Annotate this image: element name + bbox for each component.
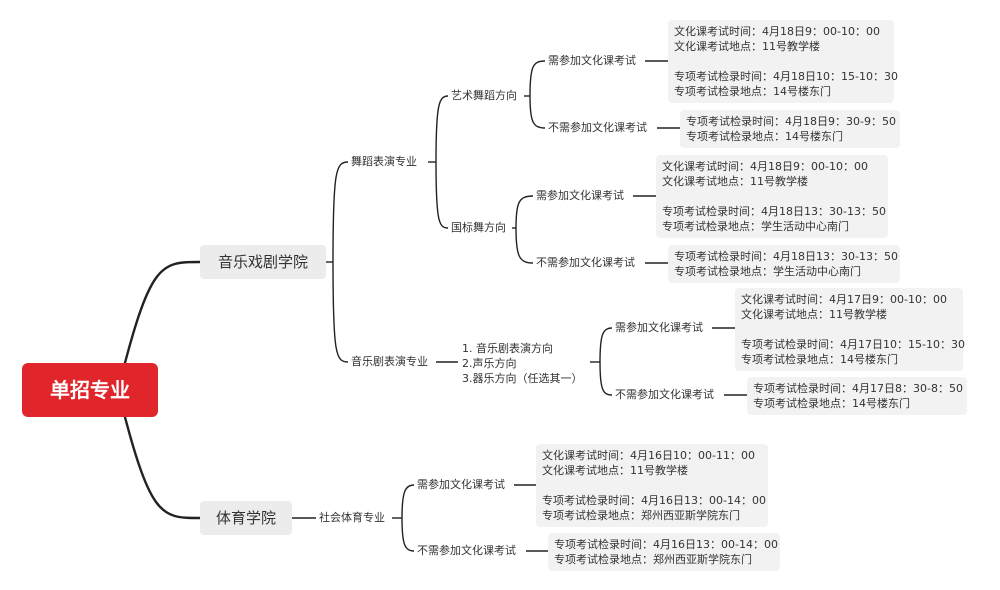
info-line: 专项考试检录地点：14号楼东门	[753, 397, 910, 410]
info-line: 专项考试检录时间：4月17日8：30-8：50	[753, 382, 963, 395]
info-line: 专项考试检录时间：4月18日13：30-13：50	[662, 205, 886, 218]
info-line: 文化课考试地点：11号教学楼	[662, 175, 808, 188]
info-line: 文化课考试时间：4月16日10：00-11：00	[542, 449, 755, 462]
option-no-need-musical: 不需参加文化课考试	[612, 386, 717, 404]
direction-musical-list: 1. 音乐剧表演方向 2.声乐方向 3.器乐方向（任选其一）	[458, 338, 587, 389]
schedule-block: 专项考试检录时间：4月18日13：30-13：50 专项考试检录地点：学生活动中…	[662, 204, 886, 234]
option-need-musical: 需参加文化课考试	[612, 319, 706, 337]
schedule-block: 专项考试检录时间：4月17日10：15-10：30 专项考试检录地点：14号楼东…	[741, 337, 965, 367]
schedule-block: 专项考试检录时间：4月16日13：00-14：00 专项考试检录地点：郑州西亚斯…	[554, 537, 778, 567]
info-box-art-need: 文化课考试时间：4月18日9：00-10：00 文化课考试地点：11号教学楼 专…	[668, 20, 898, 103]
info-line: 专项考试检录时间：4月18日9：30-9：50	[686, 115, 896, 128]
info-line: 文化课考试地点：11号教学楼	[741, 308, 887, 321]
info-line: 专项考试检录地点：14号楼东门	[674, 85, 831, 98]
info-line: 专项考试检录地点：郑州西亚斯学院东门	[542, 509, 740, 522]
direction-item: 1. 音乐剧表演方向	[462, 342, 553, 355]
info-line: 文化课考试时间：4月18日9：00-10：00	[674, 25, 880, 38]
info-line: 专项考试检录时间：4月18日10：15-10：30	[674, 70, 898, 83]
info-box-musical-need: 文化课考试时间：4月17日9：00-10：00 文化课考试地点：11号教学楼 专…	[735, 288, 965, 371]
info-line: 文化课考试地点：11号教学楼	[674, 40, 820, 53]
info-line: 专项考试检录地点：14号楼东门	[686, 130, 843, 143]
schedule-block: 文化课考试时间：4月17日9：00-10：00 文化课考试地点：11号教学楼	[741, 292, 957, 322]
schedule-block: 文化课考试时间：4月18日9：00-10：00 文化课考试地点：11号教学楼	[674, 24, 888, 54]
option-need-art: 需参加文化课考试	[545, 52, 639, 70]
info-line: 专项考试检录时间：4月16日13：00-14：00	[554, 538, 778, 551]
schedule-block: 文化课考试时间：4月18日9：00-10：00 文化课考试地点：11号教学楼	[662, 159, 882, 189]
option-need-sports: 需参加文化课考试	[414, 476, 508, 494]
info-box-sports-no-need: 专项考试检录时间：4月16日13：00-14：00 专项考试检录地点：郑州西亚斯…	[548, 533, 780, 571]
info-box-ballroom-need: 文化课考试时间：4月18日9：00-10：00 文化课考试地点：11号教学楼 专…	[656, 155, 888, 238]
schedule-block: 专项考试检录时间：4月18日13：30-13：50 专项考试检录地点：学生活动中…	[674, 249, 898, 279]
major-dance: 舞蹈表演专业	[348, 153, 420, 171]
info-box-art-no-need: 专项考试检录时间：4月18日9：30-9：50 专项考试检录地点：14号楼东门	[680, 110, 900, 148]
college-music-drama: 音乐戏剧学院	[200, 245, 326, 279]
info-line: 专项考试检录地点：学生活动中心南门	[674, 265, 861, 278]
major-social-sports: 社会体育专业	[316, 509, 388, 527]
info-line: 专项考试检录地点：郑州西亚斯学院东门	[554, 553, 752, 566]
option-no-need-sports: 不需参加文化课考试	[414, 542, 519, 560]
option-need-ballroom: 需参加文化课考试	[533, 187, 627, 205]
info-line: 专项考试检录时间：4月16日13：00-14：00	[542, 494, 766, 507]
info-line: 文化课考试时间：4月17日9：00-10：00	[741, 293, 947, 306]
info-line: 专项考试检录时间：4月17日10：15-10：30	[741, 338, 965, 351]
direction-art-dance: 艺术舞蹈方向	[448, 87, 520, 105]
info-box-ballroom-no-need: 专项考试检录时间：4月18日13：30-13：50 专项考试检录地点：学生活动中…	[668, 245, 900, 283]
root-node: 单招专业	[22, 363, 158, 417]
info-line: 文化课考试地点：11号教学楼	[542, 464, 688, 477]
schedule-block: 专项考试检录时间：4月17日8：30-8：50 专项考试检录地点：14号楼东门	[753, 381, 963, 411]
info-box-musical-no-need: 专项考试检录时间：4月17日8：30-8：50 专项考试检录地点：14号楼东门	[747, 377, 967, 415]
direction-item: 3.器乐方向（任选其一）	[462, 372, 583, 385]
schedule-block: 专项考试检录时间：4月18日10：15-10：30 专项考试检录地点：14号楼东…	[674, 69, 898, 99]
direction-ballroom: 国标舞方向	[448, 219, 509, 237]
major-musical: 音乐剧表演专业	[348, 353, 431, 371]
schedule-block: 文化课考试时间：4月16日10：00-11：00 文化课考试地点：11号教学楼	[542, 448, 762, 478]
schedule-block: 专项考试检录时间：4月16日13：00-14：00 专项考试检录地点：郑州西亚斯…	[542, 493, 766, 523]
info-box-sports-need: 文化课考试时间：4月16日10：00-11：00 文化课考试地点：11号教学楼 …	[536, 444, 768, 527]
direction-item: 2.声乐方向	[462, 357, 517, 370]
info-line: 文化课考试时间：4月18日9：00-10：00	[662, 160, 868, 173]
info-line: 专项考试检录地点：14号楼东门	[741, 353, 898, 366]
schedule-block: 专项考试检录时间：4月18日9：30-9：50 专项考试检录地点：14号楼东门	[686, 114, 896, 144]
info-line: 专项考试检录时间：4月18日13：30-13：50	[674, 250, 898, 263]
option-no-need-ballroom: 不需参加文化课考试	[533, 254, 638, 272]
option-no-need-art: 不需参加文化课考试	[545, 119, 650, 137]
info-line: 专项考试检录地点：学生活动中心南门	[662, 220, 849, 233]
college-sports: 体育学院	[200, 501, 292, 535]
